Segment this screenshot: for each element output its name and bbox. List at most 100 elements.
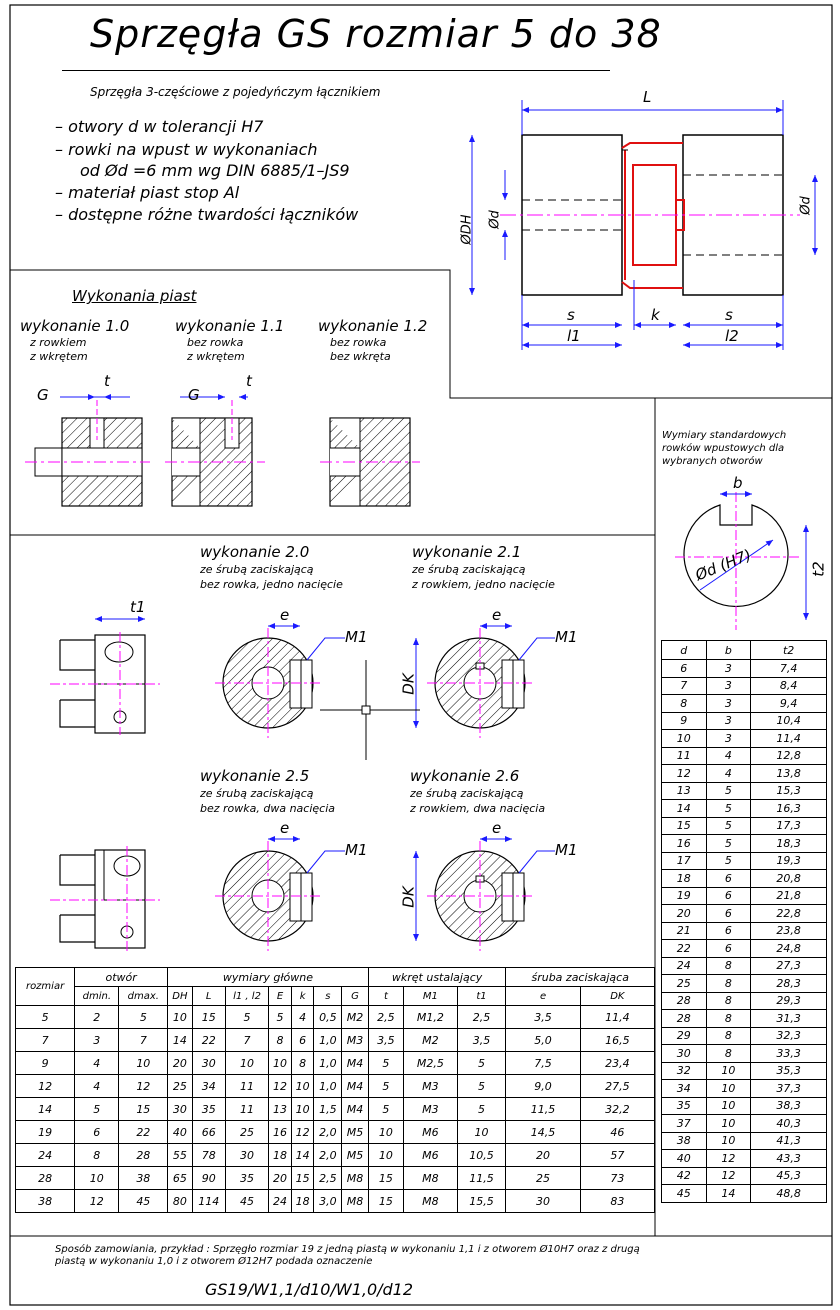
keyway-cell: 6 <box>705 939 752 958</box>
table-cell: 35 <box>224 1166 270 1190</box>
table-cell: 14,5 <box>505 1120 581 1144</box>
keyway-cell: 34 <box>661 1079 707 1098</box>
dim-s2-label: s <box>725 306 733 324</box>
clamp-variant-2-6-line1: ze śrubą zaciskającą <box>410 787 524 800</box>
table-cell: 12 <box>74 1189 120 1213</box>
clamp-variant-2-0-line2: bez rowka, jedno nacięcie <box>200 578 343 591</box>
dim-M1-label-2: M1 <box>555 628 578 646</box>
clamp-side-view-1 <box>50 616 160 735</box>
table-cell: 5,0 <box>505 1028 581 1052</box>
keyway-cell: 12 <box>705 1149 752 1168</box>
keyway-cell: 3 <box>705 676 752 695</box>
table-cell: 32,2 <box>579 1097 656 1121</box>
table-cell: 3,0 <box>313 1189 343 1213</box>
order-example: Sposób zamowiania, przykład : Sprzęgło r… <box>55 1244 815 1268</box>
keyway-cell: 8 <box>705 1009 752 1028</box>
table-cell: M8 <box>341 1166 369 1190</box>
table-cell: 14 <box>167 1028 193 1052</box>
table-cell: 18 <box>268 1143 292 1167</box>
hub-variant-1-2-name: wykonanie 1.2 <box>318 317 428 335</box>
keyway-cell: 3 <box>705 694 752 713</box>
keyway-cell: 37,3 <box>750 1079 827 1098</box>
keyway-cell: 8 <box>705 1044 752 1063</box>
table-cell: 30 <box>224 1143 270 1167</box>
table-cell: 2,5 <box>313 1166 343 1190</box>
keyway-cell: 42 <box>661 1166 707 1185</box>
table-cell: 2,0 <box>313 1120 343 1144</box>
table-cell: M8 <box>403 1189 458 1213</box>
table-cell: 20 <box>268 1166 292 1190</box>
table-cell: 5 <box>74 1097 120 1121</box>
bullet-5: – dostępne różne twardości łączników <box>55 205 359 224</box>
sub-header-cell: l1 , l2 <box>224 986 270 1006</box>
table-cell: 78 <box>191 1143 226 1167</box>
table-cell: 10 <box>290 1074 315 1098</box>
keyway-cell: 40,3 <box>750 1114 827 1133</box>
keyway-cell: 12 <box>705 1166 752 1185</box>
dim-DK-label-2: DK <box>399 886 418 908</box>
keyway-cell: 20,8 <box>750 869 827 888</box>
keyway-cell: 15,3 <box>750 781 827 800</box>
table-cell: 114 <box>191 1189 226 1213</box>
table-cell: M3 <box>403 1097 458 1121</box>
keyway-cell: 6 <box>705 886 752 905</box>
table-cell: 0,5 <box>313 1005 343 1029</box>
table-cell: M2,5 <box>403 1051 458 1075</box>
clamp-variant-2-5-name: wykonanie 2.5 <box>200 767 310 785</box>
table-cell: M5 <box>341 1120 369 1144</box>
title-underline <box>62 70 610 71</box>
keyway-cell: 16 <box>661 834 707 853</box>
table-cell: 1,0 <box>313 1074 343 1098</box>
table-cell: 25 <box>224 1120 270 1144</box>
dim-t2-label: t <box>246 372 252 390</box>
table-cell: 38 <box>14 1189 76 1213</box>
table-cell: 10,5 <box>456 1143 507 1167</box>
keyway-cell: 27,3 <box>750 956 827 975</box>
keyway-cell: 10 <box>661 729 707 748</box>
table-cell: 38 <box>118 1166 169 1190</box>
keyway-cell: 10 <box>705 1096 752 1115</box>
keyway-cell: 43,3 <box>750 1149 827 1168</box>
clamp-section-2-5 <box>215 836 345 951</box>
keyway-cell: 35,3 <box>750 1061 827 1080</box>
table-cell: 13 <box>268 1097 292 1121</box>
keyway-cell: 12 <box>661 764 707 783</box>
table-cell: 14 <box>14 1097 76 1121</box>
table-cell: 12 <box>14 1074 76 1098</box>
table-cell: 90 <box>191 1166 226 1190</box>
keyway-cell: 8 <box>705 974 752 993</box>
table-cell: 10 <box>290 1097 315 1121</box>
keyway-cell: 5 <box>705 834 752 853</box>
keyway-cell: 41,3 <box>750 1131 827 1150</box>
table-cell: 25 <box>505 1166 581 1190</box>
dim-DK-label-1: DK <box>399 673 418 695</box>
keyway-cell: 45,3 <box>750 1166 827 1185</box>
coupling-drawing <box>469 100 818 350</box>
keyway-cell: 37 <box>661 1114 707 1133</box>
keyway-cell: 32,3 <box>750 1026 827 1045</box>
keyway-cell: 7,4 <box>750 659 827 678</box>
table-cell: M5 <box>341 1143 369 1167</box>
order-line-1: Sposób zamowiania, przykład : Sprzęgło r… <box>55 1244 640 1255</box>
table-cell: 7,5 <box>505 1051 581 1075</box>
keyway-cell: 14 <box>705 1184 752 1203</box>
dim-G2-label: G <box>188 386 200 404</box>
order-code: GS19/W1,1/d10/W1,0/d12 <box>205 1280 414 1299</box>
dim-s1-label: s <box>567 306 575 324</box>
keyway-cell: 3 <box>705 729 752 748</box>
table-cell: 14 <box>290 1143 315 1167</box>
hub-variant-1-0 <box>25 394 150 507</box>
